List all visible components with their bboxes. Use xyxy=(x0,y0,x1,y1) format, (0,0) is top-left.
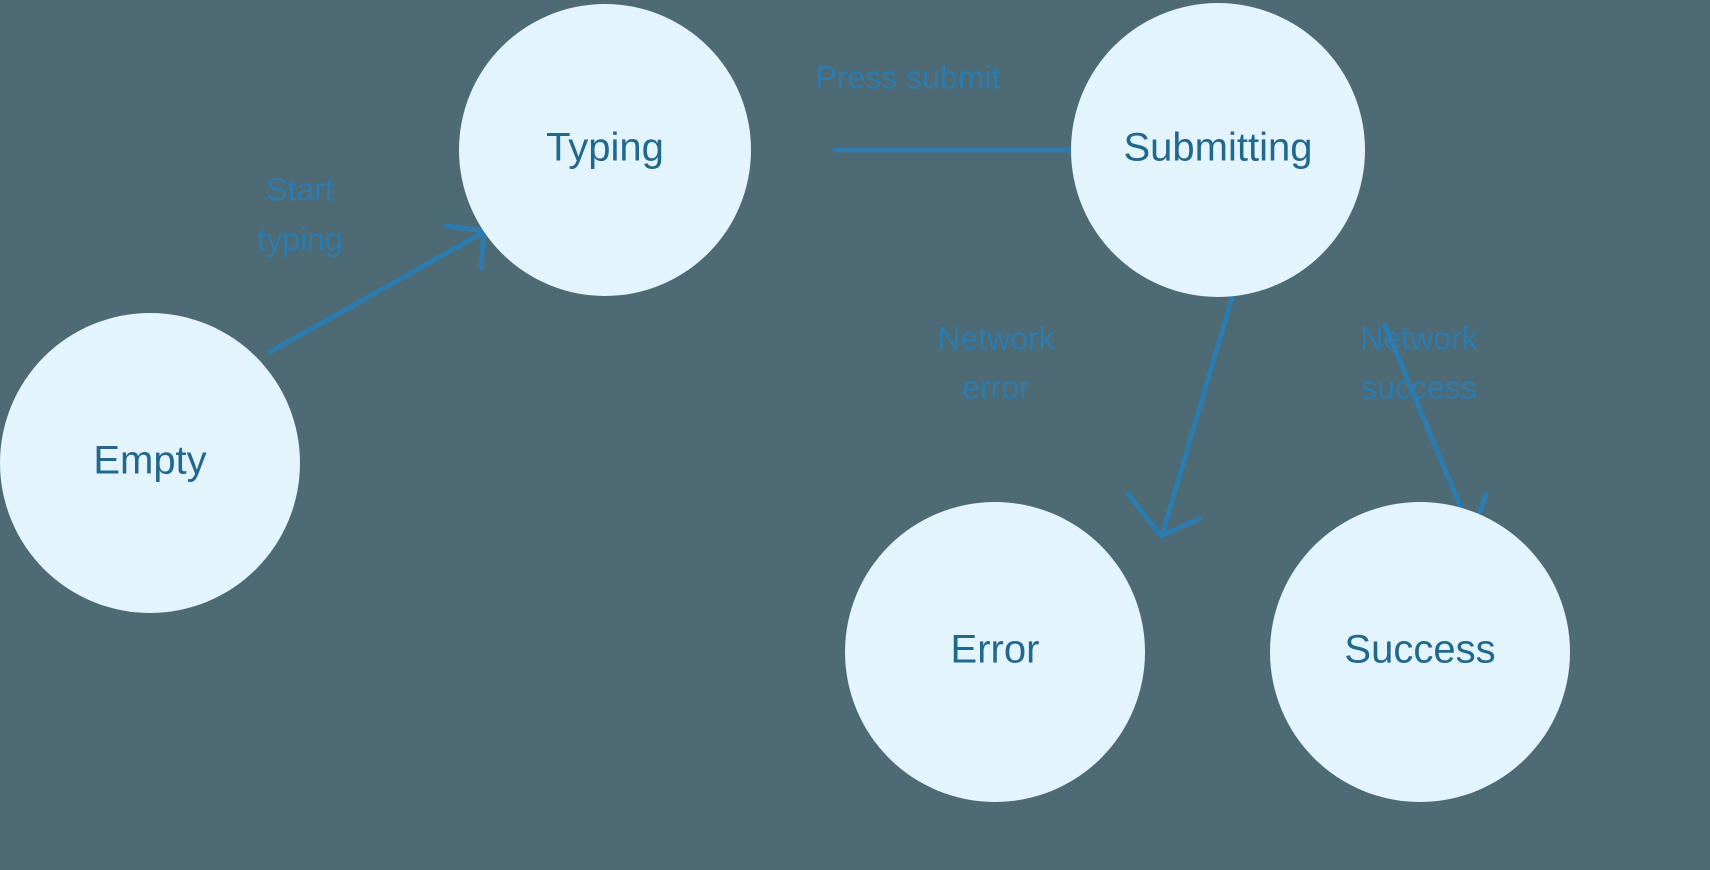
state-node-success[interactable]: Success xyxy=(1270,502,1570,802)
state-node-typing[interactable]: Typing xyxy=(459,4,751,296)
edge-label-submitting-to-success-line2: success xyxy=(1361,369,1477,405)
edge-typing-to-submitting[interactable]: Press submit xyxy=(816,59,1145,181)
state-circle-typing xyxy=(459,4,751,296)
edge-line-submitting-to-success xyxy=(1382,322,1473,533)
state-label-submitting: Submitting xyxy=(1124,126,1313,170)
edge-label-empty-to-typing-line2: typing xyxy=(257,221,342,257)
state-label-success: Success xyxy=(1344,628,1495,672)
arrowhead-submitting-to-error xyxy=(1125,491,1202,539)
edge-label-typing-to-submitting: Press submit xyxy=(816,59,1001,95)
edge-submitting-to-error[interactable]: Network error xyxy=(937,288,1237,539)
state-node-error[interactable]: Error xyxy=(845,502,1145,802)
state-label-empty: Empty xyxy=(93,439,206,483)
edge-submitting-to-success[interactable]: Network success xyxy=(1360,320,1489,537)
edge-label-submitting-to-error-line2: error xyxy=(962,369,1030,405)
edge-label-submitting-to-success-line1: Network xyxy=(1360,320,1478,356)
edge-label-empty-to-typing-line1: Start xyxy=(266,171,334,207)
edge-empty-to-typing[interactable]: Start typing xyxy=(257,171,489,355)
state-circle-submitting xyxy=(1071,3,1365,297)
state-node-submitting[interactable]: Submitting xyxy=(1071,3,1365,297)
edge-line-empty-to-typing xyxy=(267,228,489,355)
state-circle-error xyxy=(845,502,1145,802)
state-circle-success xyxy=(1270,502,1570,802)
state-label-error: Error xyxy=(951,628,1040,672)
state-label-typing: Typing xyxy=(546,126,664,170)
edge-line-submitting-to-error xyxy=(1160,288,1237,535)
state-node-empty[interactable]: Empty xyxy=(0,313,300,613)
state-circle-empty xyxy=(0,313,300,613)
edge-label-submitting-to-error-line1: Network xyxy=(937,320,1055,356)
